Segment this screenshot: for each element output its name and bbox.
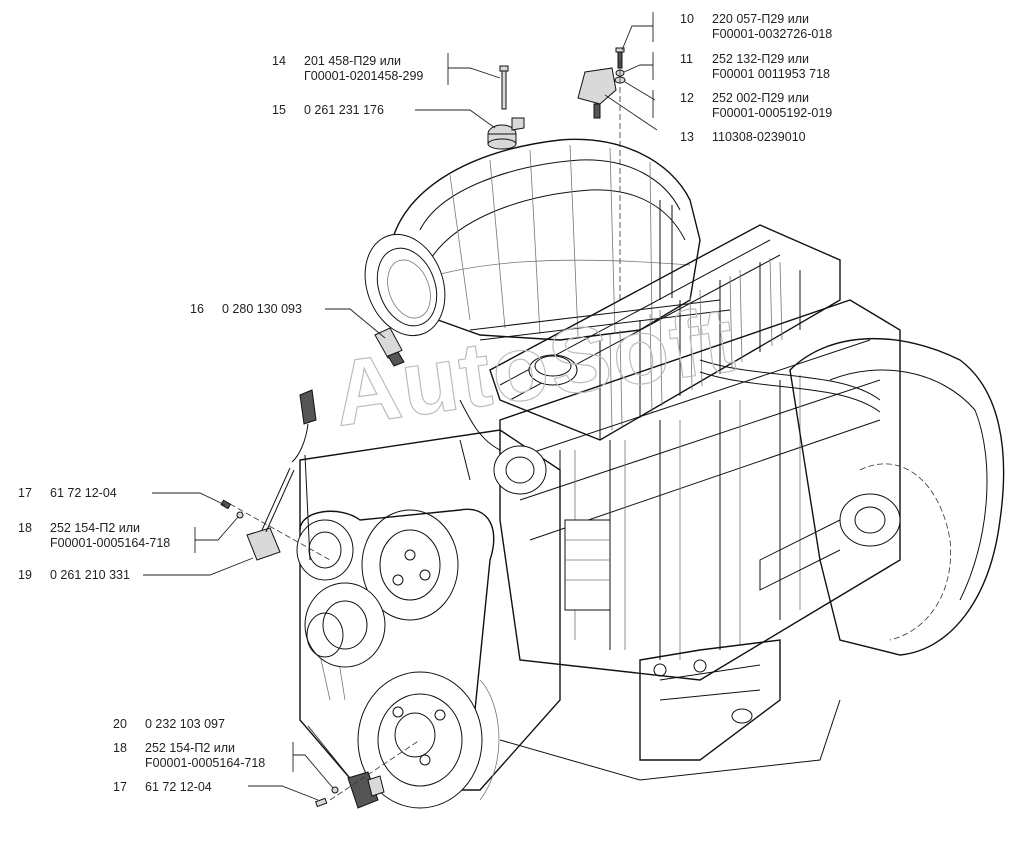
part-number: 0 261 231 176 (304, 103, 384, 117)
part-number-alt: F00001-0005164-718 (50, 536, 171, 550)
callout-number: 15 (272, 103, 286, 117)
callout-number: 17 (18, 486, 32, 500)
part-17-bolt-upper (220, 499, 232, 510)
exploded-parts (220, 47, 626, 809)
part-18-washer-upper (236, 511, 244, 519)
part-number-alt: Г00001-0201458-299 (304, 69, 424, 83)
part-number: 110308-0239010 (712, 130, 806, 144)
callout-number: 16 (190, 302, 204, 316)
part-number: 252 002-П29 или (712, 91, 809, 105)
wire-connector (291, 389, 317, 463)
callout-number: 10 (680, 12, 694, 26)
part-20-phase-sensor (347, 771, 385, 809)
part-number: 220 057-П29 или (712, 12, 809, 26)
part-15-knock-sensor (487, 117, 525, 150)
part-number-alt: F00001 0011953 718 (712, 67, 830, 81)
part-number-alt: F00001-0032726-018 (712, 27, 833, 41)
engine-illustration (296, 138, 1005, 809)
part-number-alt: F00001-0005164-718 (145, 756, 266, 770)
part-number: 0 232 103 097 (145, 717, 225, 731)
part-13-pressure-sensor (577, 67, 617, 119)
part-18-washer-lower (331, 786, 339, 794)
transmission-housing (759, 338, 1005, 656)
intake-manifold (364, 138, 731, 341)
callout-number: 18 (18, 521, 32, 535)
thermostat-housing (459, 359, 881, 495)
callout-number: 20 (113, 717, 127, 731)
engine-mount-bracket (499, 639, 841, 781)
callout-number: 18 (113, 741, 127, 755)
part-10-bolt (615, 47, 625, 69)
part-14-bolt (499, 65, 509, 110)
part-number: 201 458-П29 или (304, 54, 401, 68)
valve-cover (489, 224, 841, 441)
callout-number: 13 (680, 130, 694, 144)
part-number: 252 154-П2 или (50, 521, 141, 535)
part-number: 252 132-П29 или (712, 52, 809, 66)
part-number-alt: F00001-0005192-019 (712, 106, 833, 120)
part-19-crankshaft-sensor (246, 467, 295, 561)
cylinder-block (499, 299, 901, 681)
callout-number: 12 (680, 91, 694, 105)
callout-number: 14 (272, 54, 286, 68)
part-number: 0 261 210 331 (50, 568, 130, 582)
part-number: 61 72 12-04 (145, 780, 212, 794)
leader-lines (143, 12, 658, 801)
part-17-bolt-lower (314, 797, 328, 808)
callout-number: 19 (18, 568, 32, 582)
part-number: 252 154-П2 или (145, 741, 236, 755)
part-number: 61 72 12-04 (50, 486, 117, 500)
callout-number: 17 (113, 780, 127, 794)
part-number: 0 280 130 093 (222, 302, 302, 316)
callout-number: 11 (680, 52, 693, 66)
